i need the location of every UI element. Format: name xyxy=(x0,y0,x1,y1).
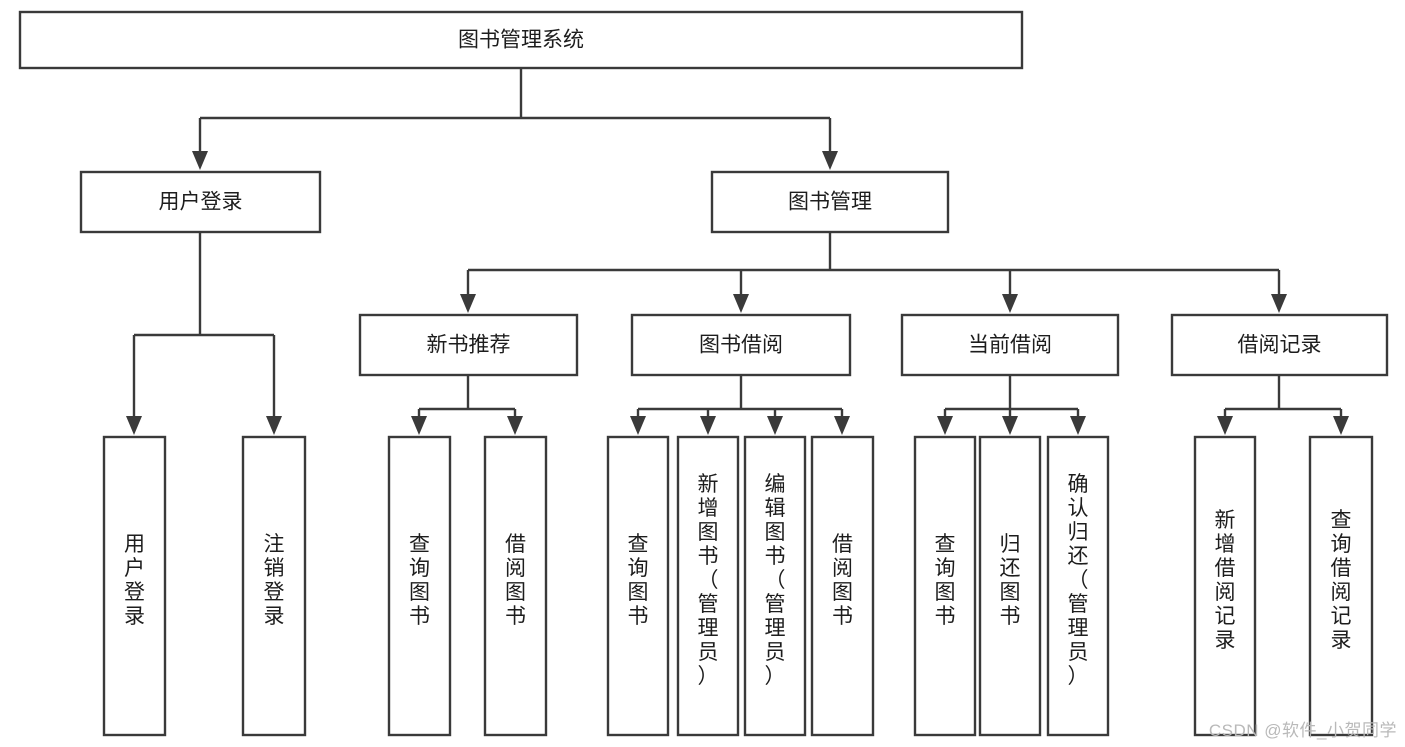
connector-arrowhead xyxy=(733,294,749,313)
node-leaf-query-book-1[interactable]: 查询图书 xyxy=(387,435,452,737)
node-label-root: 图书管理系统 xyxy=(458,29,584,52)
node-label-current-borrow: 当前借阅 xyxy=(968,334,1052,357)
node-label-leaf-query-record: 查询借阅记录 xyxy=(1331,509,1352,652)
node-label-borrow-record: 借阅记录 xyxy=(1238,334,1322,357)
connector-arrowhead xyxy=(822,151,838,170)
node-box-leaf-query-record[interactable] xyxy=(1308,435,1374,737)
node-leaf-confirm-return[interactable]: 确认归还（管理员） xyxy=(1046,435,1110,737)
node-label-book-borrow: 图书借阅 xyxy=(699,334,783,357)
node-box-root[interactable] xyxy=(18,10,1024,70)
node-box-leaf-edit-book[interactable] xyxy=(743,435,807,737)
node-leaf-borrow-book-1[interactable]: 借阅图书 xyxy=(483,435,548,737)
connector-arrowhead xyxy=(1333,416,1349,435)
node-label-new-book-recommend: 新书推荐 xyxy=(427,334,511,357)
connector-arrowhead xyxy=(507,416,523,435)
node-box-leaf-borrow-book-2[interactable] xyxy=(810,435,875,737)
node-leaf-edit-book[interactable]: 编辑图书（管理员） xyxy=(743,435,807,737)
node-label-leaf-logout: 注销登录 xyxy=(264,533,285,628)
connector-arrowhead xyxy=(266,416,282,435)
node-box-book-borrow[interactable] xyxy=(630,313,852,377)
connector-arrowhead xyxy=(1070,416,1086,435)
node-label-leaf-confirm-return: 确认归还（管理员） xyxy=(1068,473,1089,688)
node-leaf-borrow-book-2[interactable]: 借阅图书 xyxy=(810,435,875,737)
node-label-leaf-add-book: 新增图书（管理员） xyxy=(698,473,719,688)
node-box-new-book-recommend[interactable] xyxy=(358,313,579,377)
node-leaf-query-record[interactable]: 查询借阅记录 xyxy=(1308,435,1374,737)
node-book-borrow[interactable]: 图书借阅 xyxy=(630,313,852,377)
node-leaf-add-book[interactable]: 新增图书（管理员） xyxy=(676,435,740,737)
connector-conn-book-manage xyxy=(460,232,1287,313)
node-book-manage[interactable]: 图书管理 xyxy=(710,170,950,234)
node-box-leaf-add-record[interactable] xyxy=(1193,435,1257,737)
node-box-leaf-query-book-1[interactable] xyxy=(387,435,452,737)
node-label-leaf-user-login: 用户登录 xyxy=(124,533,145,628)
node-label-leaf-borrow-book-1: 借阅图书 xyxy=(505,533,526,628)
node-box-leaf-add-book[interactable] xyxy=(676,435,740,737)
connector-arrowhead xyxy=(700,416,716,435)
watermark-label: CSDN @软件_小贺同学 xyxy=(1208,721,1397,740)
node-label-leaf-query-book-3: 查询图书 xyxy=(935,533,956,628)
node-box-book-manage[interactable] xyxy=(710,170,950,234)
node-box-leaf-return-book[interactable] xyxy=(978,435,1042,737)
connector-arrowhead xyxy=(460,294,476,313)
node-label-book-manage: 图书管理 xyxy=(788,191,872,214)
connector-conn-new-book xyxy=(411,375,523,435)
connector-arrowhead xyxy=(767,416,783,435)
connector-arrowhead xyxy=(1217,416,1233,435)
node-box-leaf-query-book-2[interactable] xyxy=(606,435,670,737)
node-borrow-record[interactable]: 借阅记录 xyxy=(1170,313,1389,377)
connector-conn-current-borrow xyxy=(937,375,1086,435)
node-box-current-borrow[interactable] xyxy=(900,313,1120,377)
node-leaf-return-book[interactable]: 归还图书 xyxy=(978,435,1042,737)
node-leaf-logout[interactable]: 注销登录 xyxy=(241,435,307,737)
connector-arrowhead xyxy=(126,416,142,435)
node-label-leaf-edit-book: 编辑图书（管理员） xyxy=(765,473,786,688)
node-label-leaf-add-record: 新增借阅记录 xyxy=(1215,509,1236,652)
node-label-leaf-query-book-1: 查询图书 xyxy=(409,533,430,628)
nodes-layer: 图书管理系统用户登录图书管理新书推荐图书借阅当前借阅借阅记录用户登录注销登录查询… xyxy=(18,10,1389,737)
node-root[interactable]: 图书管理系统 xyxy=(18,10,1024,70)
node-box-borrow-record[interactable] xyxy=(1170,313,1389,377)
node-label-leaf-return-book: 归还图书 xyxy=(1000,533,1021,628)
node-box-leaf-logout[interactable] xyxy=(241,435,307,737)
connector-arrowhead xyxy=(630,416,646,435)
node-leaf-add-record[interactable]: 新增借阅记录 xyxy=(1193,435,1257,737)
node-box-leaf-confirm-return[interactable] xyxy=(1046,435,1110,737)
connector-arrowhead xyxy=(1002,294,1018,313)
connector-arrowhead xyxy=(834,416,850,435)
node-user-login[interactable]: 用户登录 xyxy=(79,170,322,234)
node-box-leaf-query-book-3[interactable] xyxy=(913,435,977,737)
connector-conn-user-login xyxy=(126,232,282,435)
connector-arrowhead xyxy=(937,416,953,435)
node-label-user-login: 用户登录 xyxy=(159,191,243,214)
node-leaf-user-login[interactable]: 用户登录 xyxy=(102,435,167,737)
node-box-leaf-borrow-book-1[interactable] xyxy=(483,435,548,737)
connector-arrowhead xyxy=(192,151,208,170)
node-label-leaf-borrow-book-2: 借阅图书 xyxy=(832,533,853,628)
connector-arrowhead xyxy=(1002,416,1018,435)
node-new-book-recommend[interactable]: 新书推荐 xyxy=(358,313,579,377)
connector-arrowhead xyxy=(411,416,427,435)
node-leaf-query-book-3[interactable]: 查询图书 xyxy=(913,435,977,737)
connector-conn-borrow-record xyxy=(1217,375,1349,435)
node-current-borrow[interactable]: 当前借阅 xyxy=(900,313,1120,377)
connectors-layer xyxy=(126,68,1349,435)
connector-conn-book-borrow xyxy=(630,375,850,435)
node-box-user-login[interactable] xyxy=(79,170,322,234)
node-box-leaf-user-login[interactable] xyxy=(102,435,167,737)
connector-conn-root xyxy=(192,68,838,170)
connector-arrowhead xyxy=(1271,294,1287,313)
node-label-leaf-query-book-2: 查询图书 xyxy=(628,533,649,628)
node-leaf-query-book-2[interactable]: 查询图书 xyxy=(606,435,670,737)
